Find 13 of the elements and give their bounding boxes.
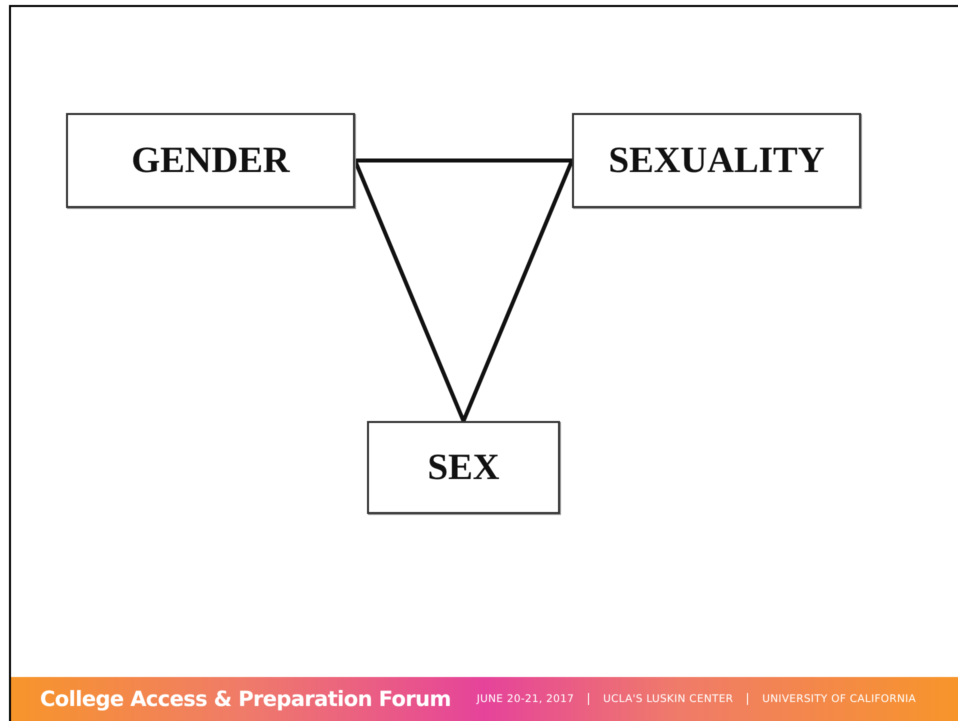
- footer-text: UNIVERSITY OF CALIFORNIA: [762, 693, 916, 705]
- concept-label: GENDER: [131, 139, 290, 182]
- footer-text: JUNE 20-21, 2017: [476, 693, 574, 705]
- event-title: College Access & Preparation Forum: [40, 687, 451, 711]
- footer-text: UCLA'S LUSKIN CENTER: [603, 693, 734, 705]
- concept-box: [367, 421, 560, 514]
- concept-label: SEX: [428, 446, 500, 489]
- connector-line: [355, 158, 572, 162]
- concept-box: [572, 113, 861, 208]
- connector-line: [462, 160, 574, 422]
- concept-box: [66, 113, 355, 208]
- connector-line: [353, 160, 466, 422]
- concept-label: SEXUALITY: [608, 139, 824, 182]
